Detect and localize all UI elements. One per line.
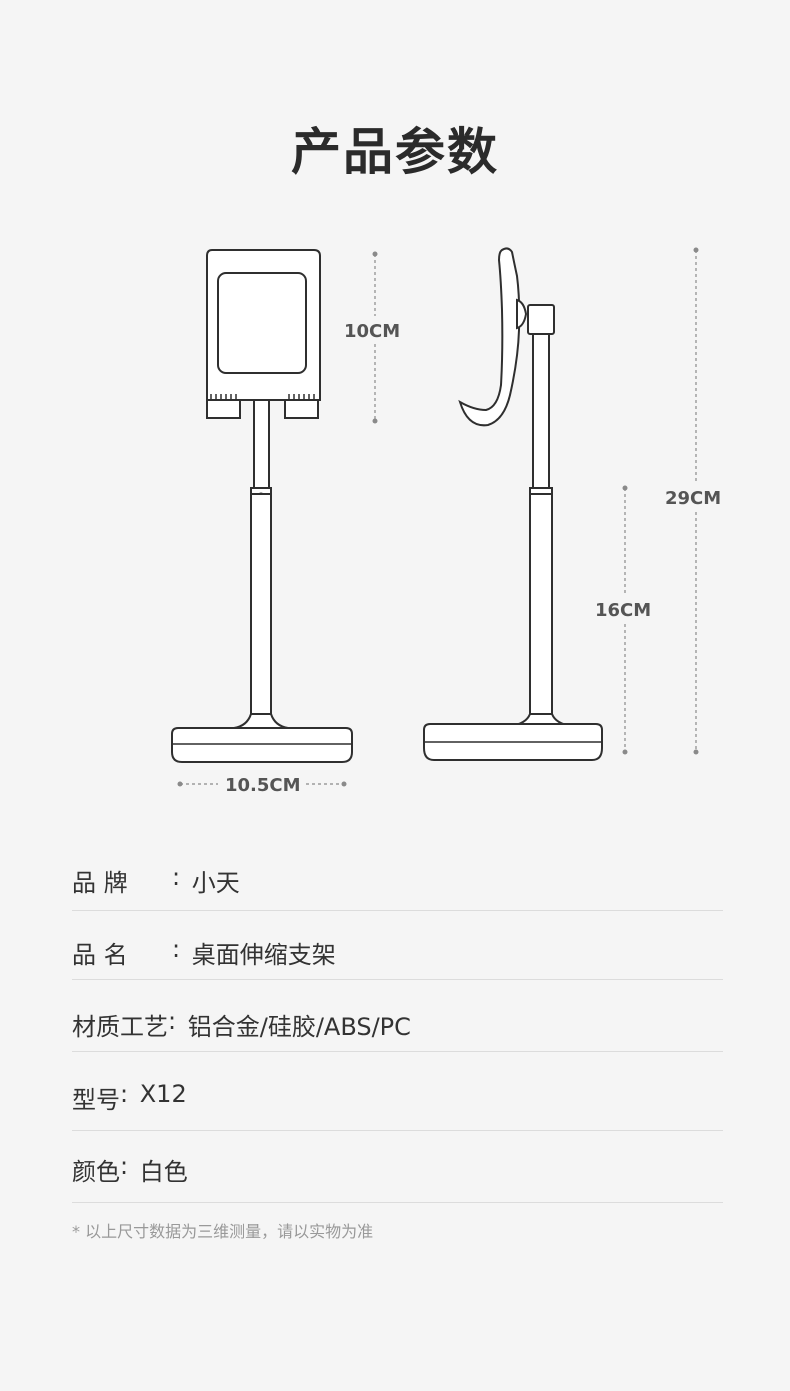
spec-label-char: 牌 (103, 869, 128, 897)
spec-value-name: 桌面伸缩支架 (191, 941, 336, 969)
spec-label: 型号 (72, 1086, 120, 1114)
spec-label: 材质工艺 (72, 1013, 168, 1041)
dim-label-pole: 16CM (595, 600, 651, 621)
spec-row-model: 型号: X12 (72, 1080, 723, 1131)
spec-colon: : (120, 1080, 129, 1108)
front-view-stand (171, 249, 353, 763)
spec-colon: : (172, 935, 181, 963)
spec-value-brand: 小天 (191, 869, 240, 897)
side-view-stand (423, 247, 603, 761)
spec-row-material: 材质工艺: 铝合金/硅胶/ABS/PC (72, 1007, 723, 1052)
spec-label-char: 品 (72, 941, 96, 969)
dim-label-base: 10.5CM (225, 775, 301, 796)
spec-colon: : (168, 1007, 177, 1035)
product-dimension-diagram: 10CM 29CM 16CM 10.5CM (171, 247, 721, 796)
spec-row-brand: 品 牌 : 小天 (72, 863, 723, 911)
spec-colon: : (172, 863, 181, 891)
spec-value-model: X12 (139, 1080, 187, 1108)
spec-value-color: 白色 (139, 1158, 188, 1186)
spec-value-material: 铝合金/硅胶/ABS/PC (187, 1013, 411, 1041)
dim-label-holder: 10CM (344, 321, 400, 342)
dim-label-total: 29CM (665, 488, 721, 509)
spec-label: 颜色 (72, 1158, 120, 1186)
dimension-29cm (693, 247, 699, 755)
spec-colon: : (120, 1152, 129, 1180)
dimension-10-5cm (177, 781, 347, 787)
spec-row-name: 品 名 : 桌面伸缩支架 (72, 935, 723, 980)
spec-row-color: 颜色: 白色 (72, 1152, 723, 1203)
page-title: 产品参数 (291, 123, 499, 181)
measurement-note: * 以上尺寸数据为三维测量，请以实物为准 (72, 1222, 374, 1241)
dimension-16cm (622, 485, 628, 755)
dimension-10cm (372, 251, 378, 424)
spec-label: 品 名 (72, 935, 172, 970)
spec-label-char: 名 (103, 941, 128, 969)
spec-label-char: 品 (72, 869, 96, 897)
spec-label: 品 牌 (72, 863, 172, 898)
